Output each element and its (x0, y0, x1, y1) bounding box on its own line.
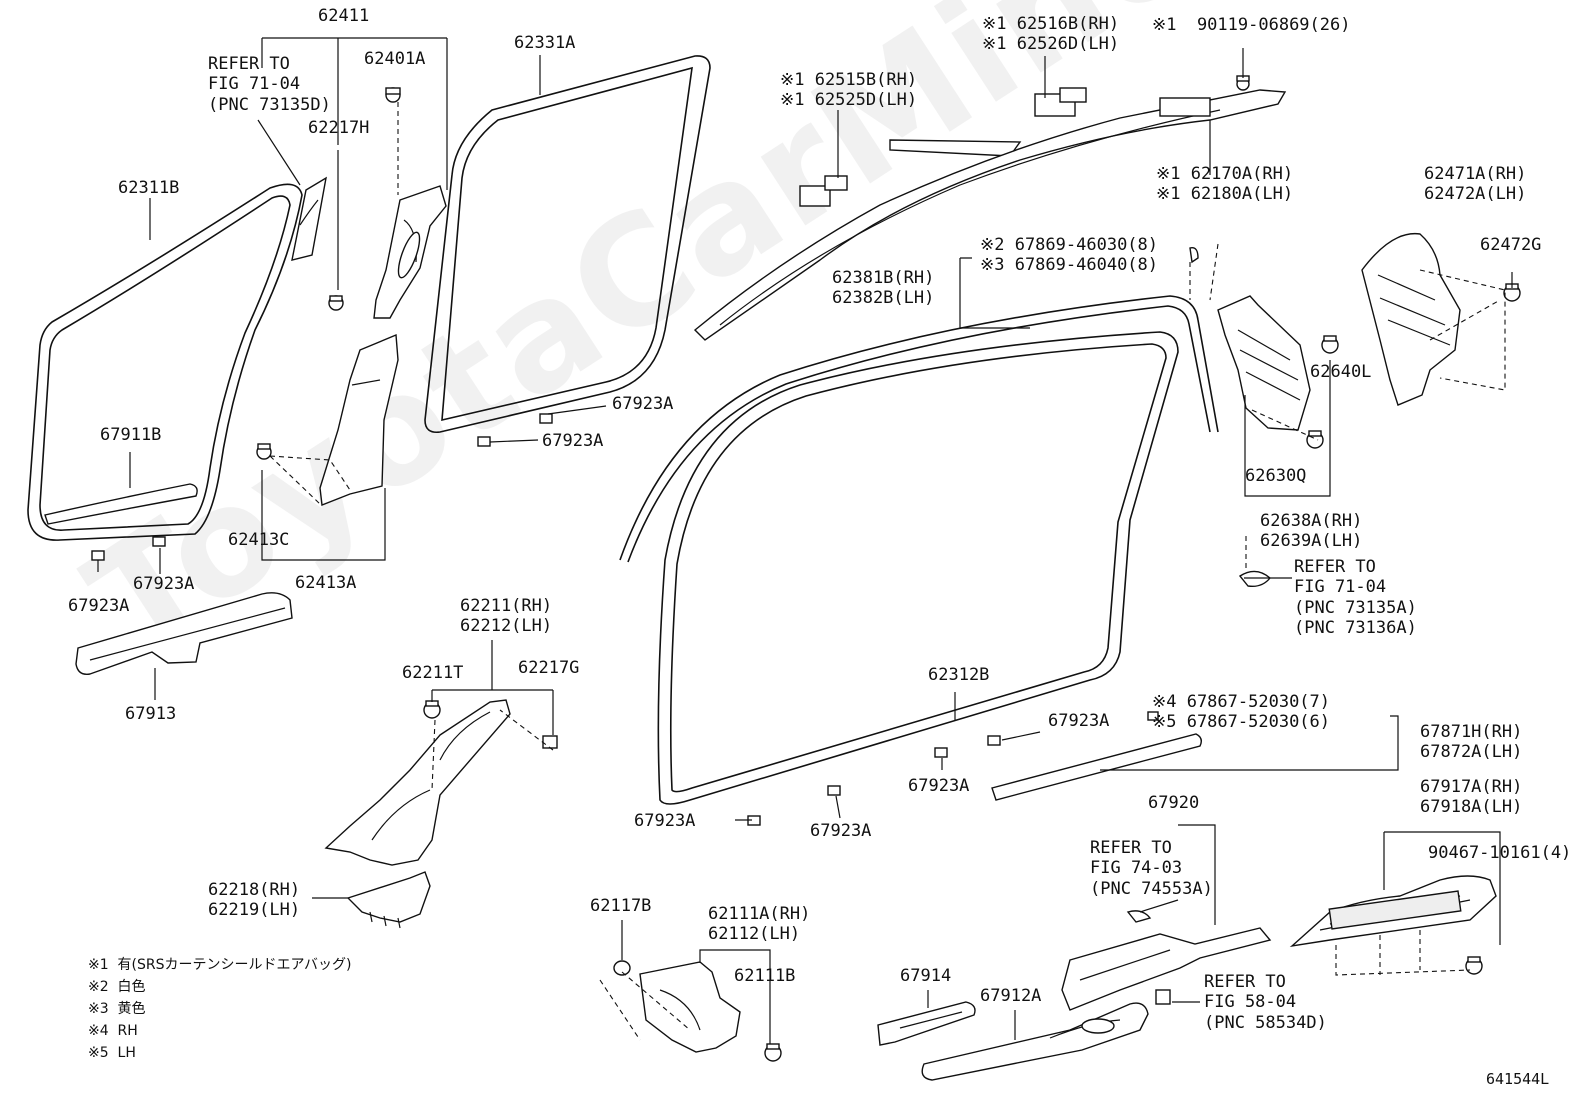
a-pillar-trim-62211 (324, 699, 558, 866)
legend-text: RH (117, 1023, 138, 1039)
label-62516B: ※1 62516B(RH) ※1 62526D(LH) (982, 14, 1120, 55)
label-62312B: 62312B (928, 665, 990, 685)
label-refer-73135A: REFER TO FIG 71-04 (PNC 73135A) (PNC 731… (1294, 557, 1417, 639)
diagram-id: 641544L (1486, 1070, 1550, 1088)
label-refer-74553A: REFER TO FIG 74-03 (PNC 74553A) (1090, 838, 1213, 899)
front-door-weatherstrip (27, 183, 303, 541)
label-67923A-e: 67923A (1048, 711, 1110, 731)
legend-text: 白色 (117, 979, 146, 995)
trim-ref-73135D (291, 176, 327, 261)
clip-67923A-2 (152, 536, 166, 547)
label-62413C: 62413C (228, 530, 290, 550)
legend-mark: ※3 (88, 1001, 109, 1017)
label-62472G: 62472G (1480, 235, 1542, 255)
clip-67923A-6 (934, 747, 948, 758)
label-67923A-f: 67923A (908, 776, 970, 796)
label-90467: 90467-10161(4) (1428, 843, 1572, 863)
label-67914: 67914 (900, 966, 952, 986)
clip-67923A-1 (91, 550, 105, 561)
legend-row-2: ※2 白色 (88, 980, 146, 994)
label-62217H: 62217H (308, 118, 370, 138)
scuff-67914 (877, 1001, 976, 1046)
label-67913: 67913 (125, 704, 177, 724)
label-62117B: 62117B (590, 896, 652, 916)
label-67869: ※2 67869-46030(8) ※3 67869-46040(8) (980, 235, 1159, 276)
label-67923A-d: 67923A (68, 596, 130, 616)
pillar-trim-upper-62411 (373, 87, 447, 319)
label-67867: ※4 67867-52030(7) ※5 67867-52030(6) (1152, 692, 1331, 733)
legend-row-5: ※5 LH (88, 1046, 136, 1060)
clip-67923A-5 (987, 735, 1001, 746)
legend-mark: ※2 (88, 979, 109, 995)
cowl-side-trim-62111A (613, 960, 782, 1062)
scuff-plate-67913 (75, 592, 293, 675)
roof-weatherstrip-62381B (619, 247, 1219, 563)
label-67917A: 67917A(RH) 67918A(LH) (1420, 777, 1523, 818)
legend-mark: ※1 (88, 957, 109, 973)
label-62211: 62211(RH) 62212(LH) (460, 596, 553, 637)
rear-pillar-trim-62630Q (1217, 295, 1339, 588)
legend-mark: ※5 (88, 1045, 109, 1061)
rear-door-weatherstrip-62331A (424, 55, 711, 434)
label-67871H: 67871H(RH) 67872A(LH) (1420, 722, 1523, 763)
label-67923A-h: 67923A (810, 821, 872, 841)
label-62211T: 62211T (402, 663, 464, 683)
legend-text: 黄色 (117, 1001, 146, 1017)
label-67923A-c: 67923A (133, 574, 195, 594)
label-67923A-g: 67923A (634, 811, 696, 831)
label-refer-58534D: REFER TO FIG 58-04 (PNC 58534D) (1204, 972, 1327, 1033)
label-62640L: 62640L (1310, 362, 1372, 382)
label-62471A: 62471A(RH) 62472A(LH) (1424, 164, 1527, 205)
clip-62217H (328, 295, 344, 311)
label-67920: 67920 (1148, 793, 1200, 813)
label-62381B: 62381B(RH) 62382B(LH) (832, 268, 935, 309)
legend-row-3: ※3 黄色 (88, 1002, 146, 1016)
label-62218: 62218(RH) 62219(LH) (208, 880, 301, 921)
legend-row-1: ※1 有(SRSカーテンシールドエアバッグ) (88, 958, 351, 972)
clip-67923A-3 (539, 413, 553, 424)
curtain-airbag-62170A (693, 75, 1287, 341)
label-62111A: 62111A(RH) 62112(LH) (708, 904, 811, 945)
legend-text: LH (117, 1045, 136, 1061)
label-67912A: 67912A (980, 986, 1042, 1006)
legend-text: 有(SRSカーテンシールドエアバッグ) (117, 957, 352, 973)
legend-mark: ※4 (88, 1023, 109, 1039)
label-62515B: ※1 62515B(RH) ※1 62525D(LH) (780, 70, 918, 111)
legend-row-4: ※4 RH (88, 1024, 138, 1038)
rear-scuff-67917A (1289, 875, 1497, 975)
label-62111B: 62111B (734, 966, 796, 986)
pillar-trim-lower-62413A (256, 333, 399, 506)
scuff-67871H (991, 711, 1203, 801)
label-67923A-b: 67923A (542, 431, 604, 451)
label-62630Q: 62630Q (1245, 466, 1307, 486)
scuff-67912A (921, 1002, 1149, 1081)
leader-lines (97, 37, 1513, 1044)
label-62401A: 62401A (364, 49, 426, 69)
quarter-trim-62471A (1361, 232, 1521, 406)
step-trim-67920 (1061, 910, 1272, 1011)
label-refer-73135D: REFER TO FIG 71-04 (PNC 73135D) (208, 54, 331, 115)
label-62331A: 62331A (514, 33, 576, 53)
clip-67923A-4 (477, 436, 491, 447)
label-62311B: 62311B (118, 178, 180, 198)
label-62411: 62411 (318, 6, 370, 26)
label-62217G: 62217G (518, 658, 580, 678)
label-62638A: 62638A(RH) 62639A(LH) (1260, 511, 1363, 552)
label-67923A-a: 67923A (612, 394, 674, 414)
bracket-62218 (346, 871, 431, 929)
label-62413A: 62413A (295, 573, 357, 593)
label-90119: ※1 90119-06869(26) (1152, 15, 1351, 35)
label-67911B: 67911B (100, 425, 162, 445)
rear-door-seal-62312B (657, 331, 1179, 805)
clip-67923A-8 (827, 785, 841, 796)
label-62170A: ※1 62170A(RH) ※1 62180A(LH) (1156, 164, 1294, 205)
